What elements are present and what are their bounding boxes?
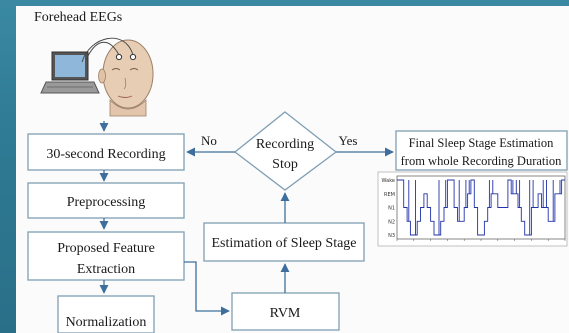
- hypnogram-stage-label: N2: [388, 219, 395, 225]
- hypnogram-stage-label: N1: [388, 206, 395, 212]
- electrode-wire: [85, 42, 120, 61]
- normalization-box: Normalization: [57, 295, 155, 333]
- normalization-label: Normalization: [66, 315, 147, 330]
- diagram-title: Forehead EEGs: [34, 10, 122, 25]
- electrode-wire: [81, 37, 134, 63]
- final-estimation-label-line2: from whole Recording Duration: [401, 154, 562, 168]
- recording-label: 30-second Recording: [46, 147, 165, 162]
- feature-extraction-label-line2: Extraction: [77, 262, 135, 277]
- arrow-connector: [184, 261, 230, 316]
- feature-extraction-box: Proposed Feature Extraction: [27, 231, 185, 281]
- feature-extraction-label-line1: Proposed Feature: [57, 241, 155, 256]
- recording-stop-decision: Recording Stop: [233, 111, 338, 191]
- edge-label-yes: Yes: [339, 133, 358, 148]
- estimation-box: Estimation of Sleep Stage: [203, 222, 365, 262]
- rvm-label: RVM: [270, 306, 301, 321]
- final-estimation-label-line1: Final Sleep Stage Estimation: [409, 136, 555, 150]
- decision-label-line2: Stop: [272, 157, 298, 172]
- hypnogram-stage-label: N3: [388, 233, 395, 239]
- preprocessing-label: Preprocessing: [67, 195, 146, 210]
- final-estimation-box: Final Sleep Stage Estimation from whole …: [395, 130, 568, 171]
- rvm-box: RVM: [231, 292, 340, 331]
- preprocessing-box: Preprocessing: [27, 182, 185, 219]
- hypnogram-stage-label: Wake: [382, 178, 395, 184]
- decision-label-line1: Recording: [256, 137, 314, 152]
- recording-box: 30-second Recording: [27, 133, 185, 171]
- laptop-icon: [40, 51, 100, 94]
- head-with-electrodes-icon: [98, 39, 154, 117]
- hypnogram-trace: [397, 179, 565, 236]
- estimation-label: Estimation of Sleep Stage: [211, 236, 356, 251]
- edge-label-no: No: [201, 133, 217, 148]
- hypnogram-stage-label: REM: [384, 192, 395, 198]
